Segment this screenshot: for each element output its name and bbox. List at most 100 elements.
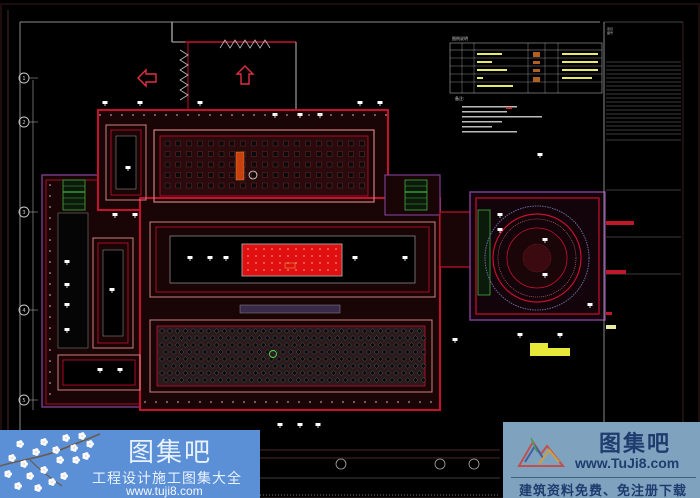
diamond-tile [385,328,391,334]
diamond-tile [369,342,376,348]
perimeter-dot [308,114,310,116]
panel-dot [271,262,273,264]
ceiling-grid-cell [262,172,268,178]
diamond-tile [209,349,216,355]
diamond-tile [385,342,391,348]
stair-right [404,179,428,211]
diamond-tile [401,356,407,362]
panel-dot [255,262,257,264]
diamond-tile [248,363,255,369]
light-fixture-icon [587,303,593,308]
left-arrow-icon [137,68,157,88]
ceiling-grid-cell [326,161,333,168]
light-fixture-icon [452,338,458,343]
light-fixture-icon [64,328,70,333]
diamond-tile [408,370,415,376]
diamond-tile [159,356,165,362]
diamond-tile [381,363,388,369]
ceiling-grid-cell [272,161,279,168]
perimeter-dot [253,114,255,116]
diamond-tile [252,328,259,334]
blossom-flower [16,440,25,448]
panel-dot [287,269,289,271]
diamond-tile [217,335,224,341]
ceiling-grid-cell [337,140,343,147]
diamond-tile [163,335,169,341]
panel-dot [303,262,305,264]
ceiling-grid-cell [207,140,214,147]
diamond-tile [280,335,286,341]
diamond-tile [373,335,380,341]
ceiling-grid-cell [305,182,311,189]
diamond-tile [404,335,411,341]
diamond-tile [182,328,189,334]
ceiling-grid-cell [164,182,171,189]
panel-dot [279,248,281,250]
yellow-label-block [530,348,570,356]
diamond-tile [248,335,255,341]
panel-dot [319,248,321,250]
diamond-tile [241,377,247,383]
diamond-tile [319,363,325,369]
panel-dot [247,255,249,257]
diamond-tile [217,349,224,355]
perimeter-dot [49,250,51,252]
light-fixture-icon [207,256,213,261]
ceiling-grid-cell [262,182,268,189]
diamond-tile [369,370,376,376]
light-fixture-icon [64,260,70,265]
ceiling-grid-cell [348,140,354,147]
diamond-tile [284,342,290,348]
diamond-tile [202,335,208,341]
diamond-tile [350,363,356,369]
diamond-tile [260,328,267,334]
perimeter-dot [210,401,212,403]
ceiling-grid-cell [348,182,354,189]
diamond-tile [256,335,263,341]
ceiling-grid-cell [229,172,236,178]
panel-dot [279,269,281,271]
watermark-right: 图集吧 www.TuJi8.com 建筑资料免费、免注册下载 [503,422,700,498]
diamond-tile [284,356,290,362]
perimeter-dot [220,114,222,116]
diamond-tile [284,328,290,334]
perimeter-dot [49,239,51,241]
diamond-tile [252,342,259,348]
ceiling-grid-cell [207,161,214,168]
ceiling-grid-cell [305,161,311,168]
diamond-tile [323,370,329,376]
light-fixture-icon [197,101,203,106]
watermark-left-url[interactable]: www.tuji8.com [126,484,203,498]
diamond-tile [319,377,325,383]
panel-dot [287,255,289,257]
watermark-right-url[interactable]: www.TuJi8.com [575,455,680,471]
diamond-tile [159,342,165,348]
perimeter-dot [309,401,311,403]
perimeter-dot [49,228,51,230]
diamond-tile [338,342,345,348]
light-fixture-icon [497,228,503,233]
diamond-tile [334,363,341,369]
light-fixture-icon [542,273,548,278]
diamond-tile [397,377,403,383]
diamond-tile [381,349,388,355]
diamond-tile [342,363,349,369]
ceiling-grid-cell [348,172,354,178]
diamond-tile [291,370,298,376]
diamond-tile [213,342,220,348]
perimeter-dot [265,401,267,403]
diamond-tile [354,356,360,362]
perimeter-dot [264,114,266,116]
ceiling-grid-cell [262,140,268,147]
ceiling-grid-top [153,129,375,203]
diamond-tile [245,328,251,334]
separator-band [239,304,341,314]
ceiling-bottom-hall [149,319,433,393]
perimeter-dot [330,114,332,116]
panel-dot [303,248,305,250]
panel-dot [295,248,297,250]
ceiling-grid-cell [164,151,171,157]
diamond-tile [174,328,181,334]
ceiling-grid-cell [294,182,300,189]
